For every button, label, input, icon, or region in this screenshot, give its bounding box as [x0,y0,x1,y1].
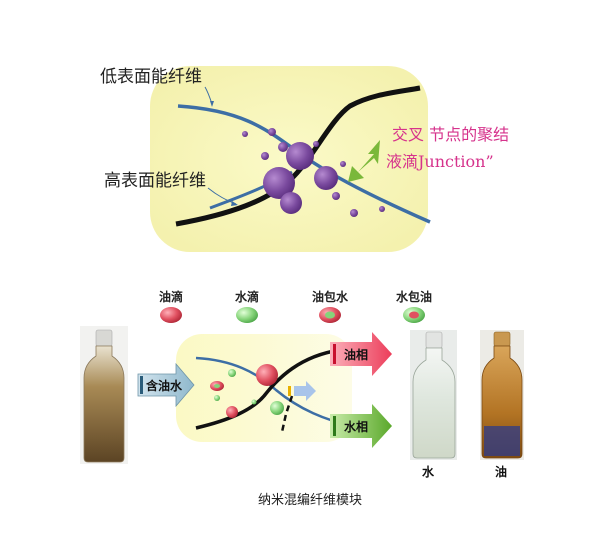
junction-label-line2: 液滴Junction” [386,152,494,171]
water-phase-arrow: 水相 [330,404,392,448]
water-droplet [228,369,236,377]
droplet [313,141,319,147]
coalesced-oil-droplet [256,364,278,386]
droplet [379,206,385,212]
droplet [314,166,338,190]
legend-label-oil-in-water: 水包油 [396,289,432,304]
water-droplet [251,399,257,405]
oil-bottle-label: 油 [495,464,507,479]
droplet [268,128,276,136]
water-bottle-label: 水 [422,464,435,479]
droplet [286,142,314,170]
water-phase-arrow-shape [330,404,392,448]
droplet [332,192,340,200]
bottom-dashed-fiber [280,395,294,433]
high-fiber-pointer-tip [231,201,238,206]
oil-bottle: 油 [480,330,524,479]
water-bottle: 水 [410,330,457,479]
coalesced-droplets [242,128,385,217]
oily-water-input-arrow: 含油水 [137,362,195,408]
oil-drop-icon [160,307,182,323]
bottom-droplets [210,364,284,418]
oil-bottle-cap [493,331,511,347]
input-arrow-shape [137,362,195,408]
oil-droplet [226,406,238,418]
droplet [261,152,269,160]
legend-label-water-drop: 水滴 [235,289,259,304]
water-in-oil-droplet-core [214,384,220,388]
oil-phase-arrow: 油相 [330,332,392,376]
water-droplet [214,395,220,401]
oil-in-water-core-icon [409,311,419,319]
flow-arrow [288,381,316,401]
water-in-oil-core-icon [325,311,335,319]
low-fiber-label: 低表面能纤维 [100,67,202,87]
low-fiber-pointer-tip [210,101,214,107]
legend-label-oil-drop: 油滴 [159,289,183,304]
water-phase-label: 水相 [344,419,368,434]
junction-arrow [348,140,380,182]
bottle-cap [95,329,113,347]
input-label: 含油水 [146,378,183,393]
bottle-body [83,345,125,463]
module-caption: 纳米混编纤维模块 [258,493,362,508]
bottom-blue-fiber [195,356,353,428]
bottom-black-fiber [195,348,341,430]
oil-phase-arrow-shape [330,332,392,376]
droplet-legend: 油滴 水滴 油包水 水包油 [159,289,432,323]
water-phase-arrow-stripe [333,416,336,436]
oily-water-bottle [80,326,128,464]
droplet [280,192,302,214]
water-bottle-body [412,347,456,459]
flow-arrow-shape [294,381,316,401]
water-bottle-cap [425,331,443,349]
droplet [263,167,295,199]
water-droplet [270,401,284,415]
oil-bottle-bottom-layer [484,426,520,456]
droplet [340,161,346,167]
legend-label-water-in-oil: 油包水 [312,289,349,304]
input-arrow-stripe [140,376,143,394]
high-fiber-label: 高表面能纤维 [104,171,206,191]
flow-arrow-stripe [288,386,291,396]
oil-phase-label: 油相 [344,347,368,362]
droplet [242,131,248,137]
droplet [278,142,288,152]
oil-phase-arrow-stripe [333,344,336,364]
droplet [350,209,358,217]
junction-label-line1: 交叉 节点的聚结 [392,125,509,144]
top-junction-panel: 低表面能纤维 高表面能纤维 交叉 节点的聚结 液滴Junction” [100,66,509,252]
water-drop-icon [236,307,258,323]
